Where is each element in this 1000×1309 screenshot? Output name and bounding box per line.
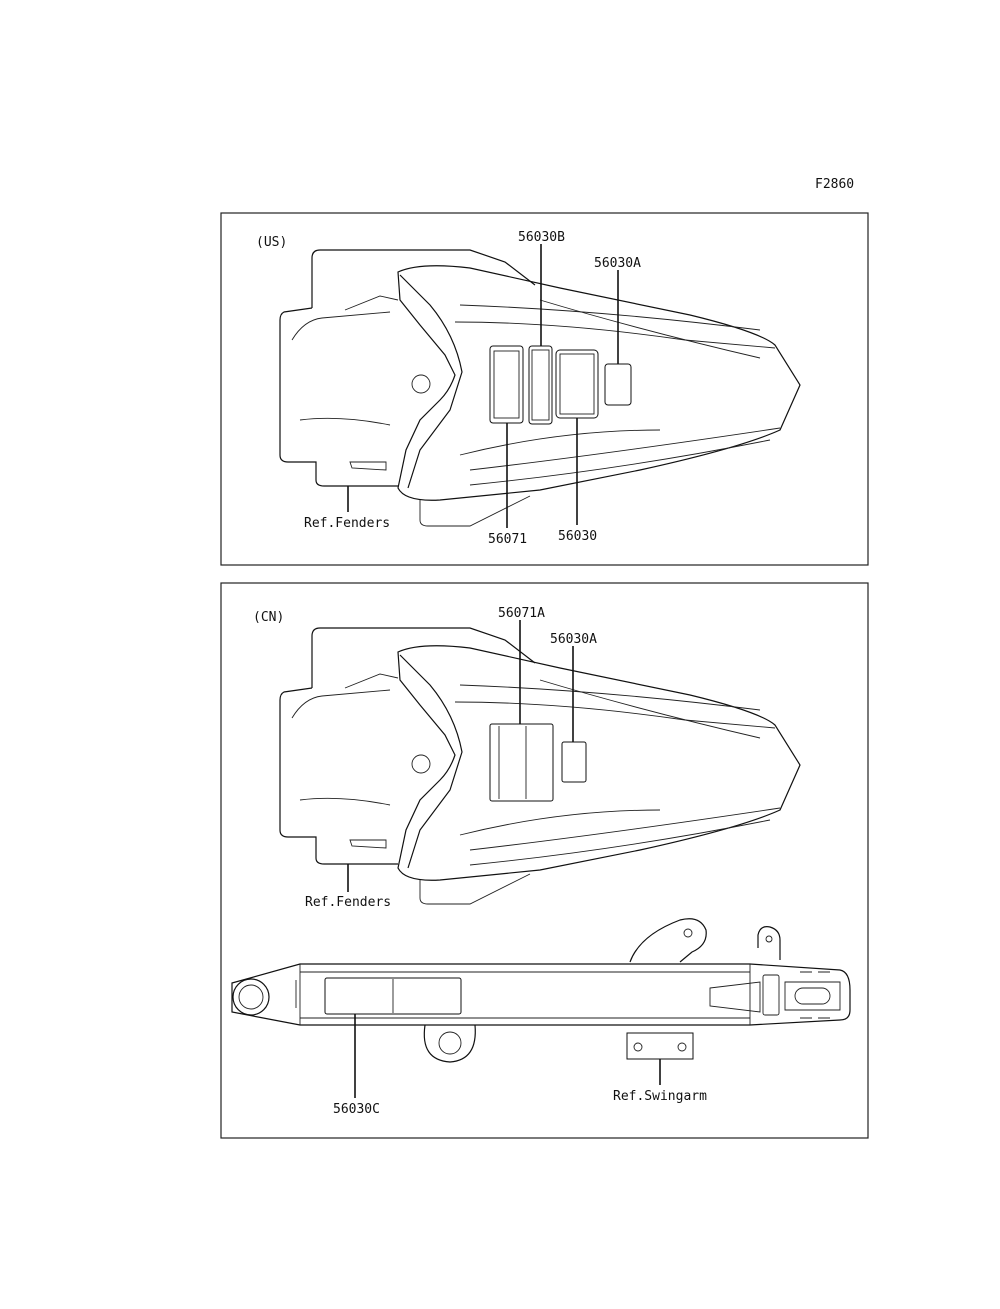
rear-fender-drawing xyxy=(279,249,801,527)
panel-us-frame xyxy=(220,212,869,566)
rear-fender-drawing xyxy=(279,627,801,905)
label-ref-swingarm: Ref.Swingarm xyxy=(613,1089,707,1104)
figure-code: F2860 xyxy=(815,177,854,192)
label-56030: 56030 xyxy=(558,529,597,544)
pivot-bolt-icon xyxy=(232,978,270,1016)
label-56030B: 56030B xyxy=(518,230,565,245)
panel-cn-frame xyxy=(220,582,869,1139)
decal-56030 xyxy=(555,349,599,419)
ref-swingarm-bracket xyxy=(626,1032,694,1060)
panel-cn: (CN) xyxy=(220,582,869,1139)
decal-56030A xyxy=(561,741,587,783)
label-ref-fenders: Ref.Fenders xyxy=(305,895,391,910)
label-ref-fenders: Ref.Fenders xyxy=(304,516,390,531)
swingarm-drawing xyxy=(231,918,851,1063)
decal-56030A xyxy=(604,363,632,406)
label-56030C: 56030C xyxy=(333,1102,380,1117)
decal-56071A xyxy=(489,723,554,802)
label-56030A: 56030A xyxy=(594,256,641,271)
decal-56030B xyxy=(528,345,553,425)
panel-us-region-label: (US) xyxy=(256,235,287,250)
decal-56071 xyxy=(489,345,524,424)
label-56071: 56071 xyxy=(488,532,527,547)
label-56030A: 56030A xyxy=(550,632,597,647)
mounting-hole-icon xyxy=(411,754,431,774)
panel-cn-region-label: (CN) xyxy=(253,610,284,625)
panel-us: (US) xyxy=(220,212,869,566)
mounting-hole-icon xyxy=(411,374,431,394)
label-56071A: 56071A xyxy=(498,606,545,621)
